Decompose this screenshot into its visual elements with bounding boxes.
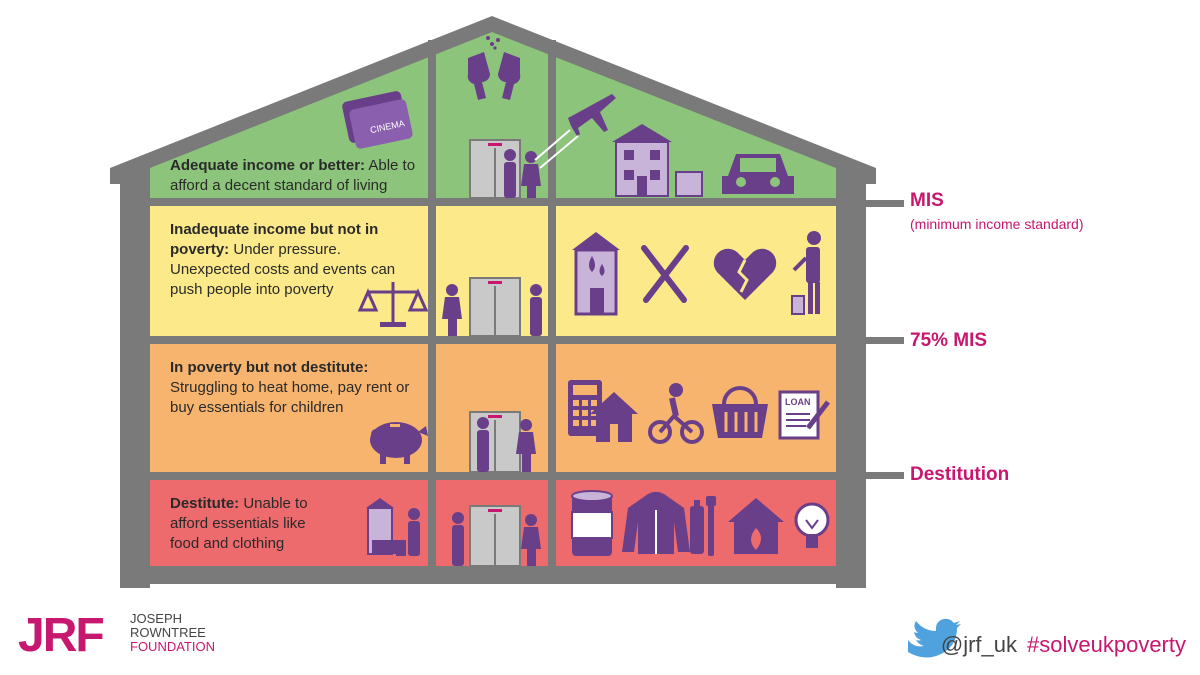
mis-sub-label: (minimum income standard) <box>910 216 1084 232</box>
person-icon <box>452 512 464 566</box>
person-icon <box>442 284 462 336</box>
lift-bottom <box>469 505 521 567</box>
light-bulb-icon <box>794 502 830 548</box>
jrf-logo: JRF <box>18 609 105 662</box>
damp-building-icon <box>572 232 620 316</box>
lift-shaft-wall-right <box>548 40 556 570</box>
child-bicycle-icon <box>648 383 704 444</box>
cinema-tickets-icon: CINEMA <box>342 91 413 149</box>
lift-second <box>469 277 521 337</box>
organisation-name: JOSEPH ROWNTREE FOUNDATION <box>130 611 215 654</box>
person-icon <box>521 151 541 198</box>
calculator-house-icon <box>568 380 638 442</box>
person-icon <box>521 514 541 566</box>
champagne-glasses-icon <box>467 36 521 100</box>
scales-icon <box>357 282 429 327</box>
wrench-screwdriver-icon <box>641 245 689 303</box>
house-wall-left <box>120 168 150 588</box>
svg-text:LOAN: LOAN <box>785 397 811 407</box>
piggy-bank-icon <box>370 422 428 464</box>
heating-house-icon <box>728 498 784 554</box>
mis-label: MIS <box>910 190 944 211</box>
person-icon <box>504 149 516 198</box>
twitter-handle[interactable]: @jrf_uk <box>940 632 1018 657</box>
person-icon <box>477 417 489 472</box>
airplane-icon <box>534 94 616 169</box>
lift-shaft-wall-left <box>428 40 436 570</box>
hooded-jacket-icon <box>622 491 690 554</box>
loan-document-icon: LOAN <box>778 390 830 440</box>
house-icon <box>612 124 703 197</box>
homeless-person-icon <box>366 498 420 556</box>
broken-heart-icon <box>713 248 777 300</box>
mis75-label: 75% MIS <box>910 330 988 351</box>
food-can-icon <box>571 490 613 556</box>
shopping-basket-icon <box>712 386 768 438</box>
toothpaste-toothbrush-icon <box>690 496 716 556</box>
person-icon <box>516 419 536 472</box>
hashtag[interactable]: #solveukpoverty <box>1027 632 1186 657</box>
level-inadequate-text: Inadequate income but not in poverty: Un… <box>170 221 396 298</box>
person-icon <box>530 284 542 336</box>
level-destitute-text: Destitute: Unable to afford essentials l… <box>170 495 308 552</box>
level-adequate-text: Adequate income or better: Able to affor… <box>170 157 416 194</box>
level-poverty-text: In poverty but not destitute: Struggling… <box>170 359 410 416</box>
destitution-label: Destitution <box>910 464 1010 485</box>
house-base <box>120 566 866 584</box>
house-wall-right <box>836 168 866 588</box>
injured-person-icon <box>791 231 821 315</box>
social-footer: @jrf_uk #solveukpoverty <box>941 632 1186 658</box>
twitter-bird-icon <box>908 618 961 658</box>
car-icon <box>722 154 794 194</box>
